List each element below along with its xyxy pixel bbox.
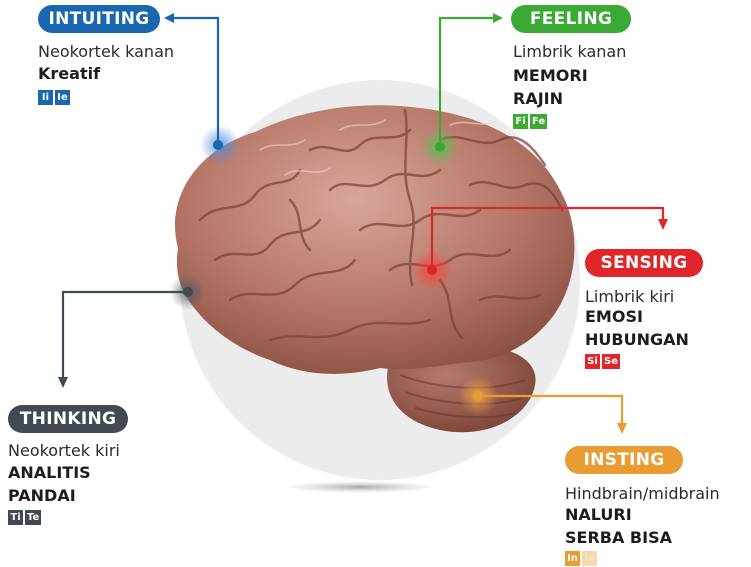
thinking-badge: THINKING [8, 405, 128, 433]
sensing-trait-2: HUBUNGAN [585, 330, 689, 349]
feeling-trait-2: RAJIN [513, 89, 563, 108]
insting-trait-1: NALURI [565, 505, 632, 524]
intuiting-region: Neokortek kanan [38, 42, 174, 61]
insting-code-2: Ie [582, 551, 597, 566]
thinking-trait-2: PANDAI [8, 486, 76, 505]
feeling-code-2: Fe [530, 114, 547, 129]
thinking-region: Neokortek kiri [8, 441, 120, 460]
insting-trait-2: SERBA BISA [565, 528, 672, 547]
intuiting-code-1: Ii [38, 90, 53, 105]
thinking-code-2: Te [25, 510, 41, 525]
sensing-badge: SENSING [585, 249, 703, 277]
sensing-trait-1: EMOSI [585, 307, 643, 326]
intuiting-badge: INTUITING [38, 5, 160, 33]
thinking-connector [58, 287, 193, 388]
intuiting-codes: Ii Ie [38, 90, 70, 105]
feeling-code-1: Fi [513, 114, 528, 129]
sensing-codes: Si Se [585, 354, 620, 369]
insting-region: Hindbrain/midbrain [565, 484, 720, 503]
sensing-code-1: Si [585, 354, 600, 369]
insting-codes: In Ie [565, 551, 597, 566]
feeling-trait-1: MEMORI [513, 66, 588, 85]
sensing-code-2: Se [602, 354, 620, 369]
brain-shadow [282, 481, 438, 493]
feeling-badge: FEELING [511, 5, 631, 33]
thinking-code-1: Ti [8, 510, 23, 525]
feeling-region: Limbrik kanan [513, 42, 626, 61]
sensing-region: Limbrik kiri [585, 287, 674, 306]
feeling-codes: Fi Fe [513, 114, 547, 129]
intuiting-code-2: Ie [55, 90, 70, 105]
insting-code-1: In [565, 551, 580, 566]
insting-badge: INSTING [565, 446, 683, 474]
intuiting-trait-1: Kreatif [38, 64, 100, 83]
thinking-trait-1: ANALITIS [8, 463, 91, 482]
thinking-codes: Ti Te [8, 510, 41, 525]
